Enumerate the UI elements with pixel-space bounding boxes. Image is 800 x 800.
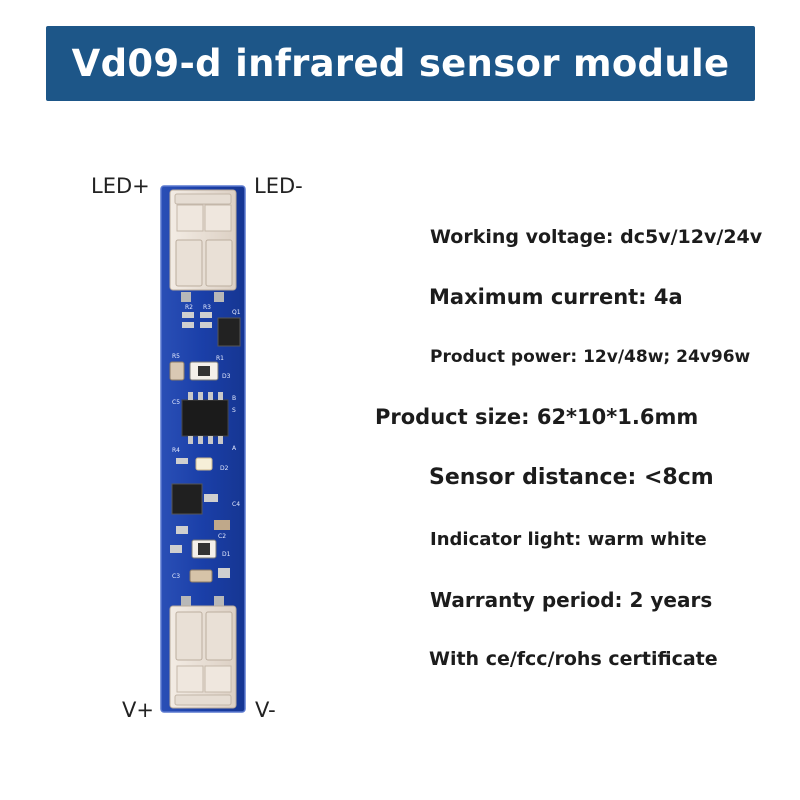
top-connector [169, 189, 237, 302]
indicator-led [195, 457, 213, 471]
pin-label-led-plus: LED+ [91, 174, 150, 198]
title-banner: Vd09-d infrared sensor module [46, 26, 755, 101]
pin-label-v-plus: V+ [122, 698, 154, 722]
pcb-components [169, 312, 241, 583]
spec-warranty-period: Warranty period: 2 years [430, 588, 713, 612]
page-title: Vd09-d infrared sensor module [71, 42, 730, 85]
silk-label: B [232, 395, 236, 402]
silk-label: R3 [203, 304, 211, 311]
silk-label: R4 [172, 447, 180, 454]
silk-label: C2 [218, 533, 226, 540]
silk-label: S [232, 407, 236, 414]
spec-maximum-current: Maximum current: 4a [429, 285, 683, 309]
silk-label: R1 [216, 355, 224, 362]
pin-label-led-minus: LED- [254, 174, 303, 198]
pcb-silkscreen: R2 R3 Q1 R5 R1 D3 C5 R4 S A B D2 D1 C4 C… [172, 304, 241, 580]
ic-chip [181, 392, 229, 444]
silk-label: C3 [172, 573, 180, 580]
silk-label: C4 [232, 501, 240, 508]
spec-indicator-light: Indicator light: warm white [430, 529, 707, 550]
spec-working-voltage: Working voltage: dc5v/12v/24v [430, 226, 763, 248]
silk-label: R5 [172, 353, 180, 360]
silk-label: D2 [220, 465, 229, 472]
spec-certificate: With ce/fcc/rohs certificate [429, 648, 718, 670]
pin-label-v-minus: V- [255, 698, 276, 722]
silk-label: Q1 [232, 309, 241, 316]
spec-product-power: Product power: 12v/48w; 24v96w [430, 347, 751, 367]
silk-label: D1 [222, 551, 231, 558]
spec-sensor-distance: Sensor distance: <8cm [429, 465, 714, 490]
silk-label: C5 [172, 399, 180, 406]
silk-label: R2 [185, 304, 193, 311]
silk-label: A [232, 445, 237, 452]
spec-product-size: Product size: 62*10*1.6mm [375, 405, 699, 429]
silk-label: D3 [222, 373, 231, 380]
bottom-connector [169, 596, 237, 709]
